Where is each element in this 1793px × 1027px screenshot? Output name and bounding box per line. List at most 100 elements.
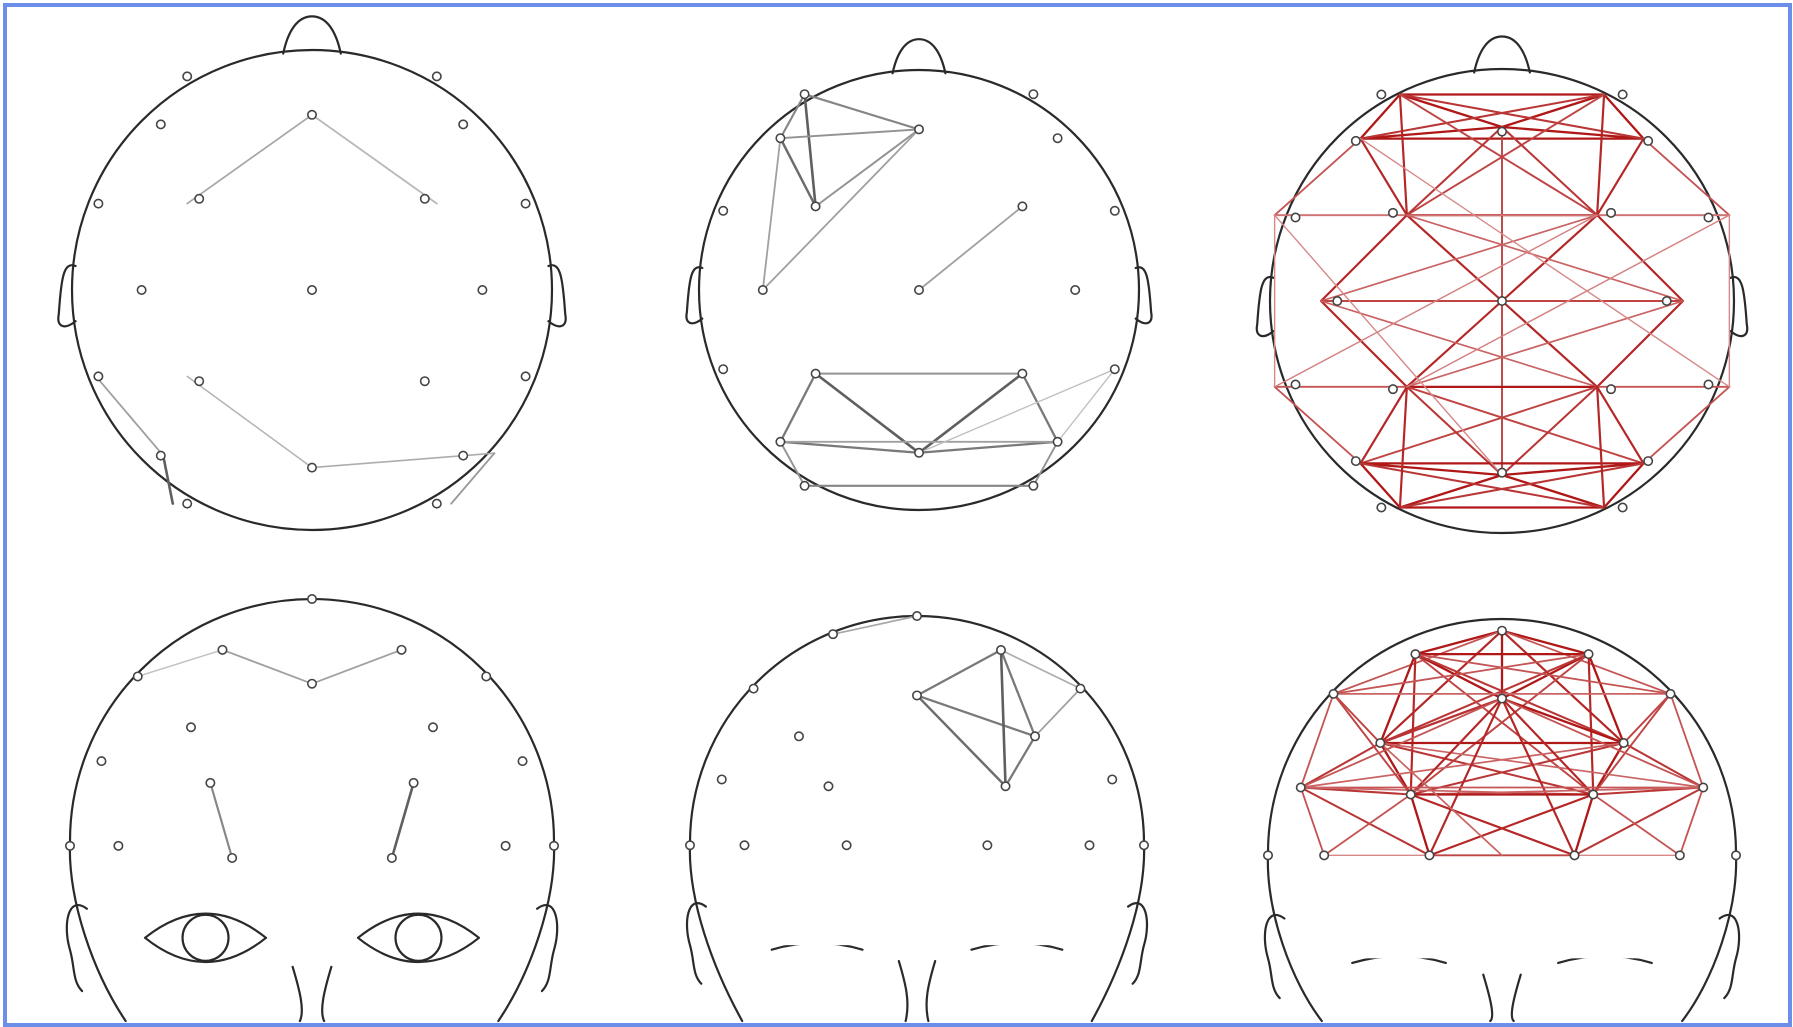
right-ear-outline [537, 905, 557, 991]
connection-group [833, 616, 1080, 786]
electrode-node [518, 757, 526, 765]
electrode-node [776, 134, 784, 142]
electrode-node [1029, 482, 1037, 490]
connection-edge [1324, 795, 1411, 856]
electrode-node [228, 854, 236, 862]
connection-edge [1502, 301, 1597, 387]
electrode-node [66, 842, 74, 850]
electrode-node [137, 286, 145, 294]
electrode-node [811, 202, 819, 210]
electrode-node [1053, 134, 1061, 142]
head-panel-bottom-middle [686, 612, 1148, 1021]
electrode-node [1291, 380, 1299, 388]
connection-edge [1597, 387, 1604, 508]
connection-edge [312, 650, 402, 684]
electrode-node [740, 841, 748, 849]
head-panel-top-left [58, 16, 565, 530]
connection-edge [138, 650, 223, 677]
connection-edge [1334, 694, 1381, 743]
electrode-node [686, 841, 694, 849]
left-eye-outline [145, 914, 266, 962]
electrode-node [195, 195, 203, 203]
connection-edge [816, 129, 919, 206]
connection-edge [919, 369, 1115, 453]
electrode-node [1425, 851, 1433, 859]
connection-edge [1597, 139, 1643, 216]
connection-edge [1301, 743, 1381, 787]
electrode-node [1570, 851, 1578, 859]
connection-edge [1589, 654, 1594, 794]
electrode-node [1376, 739, 1384, 747]
electrode-node [183, 72, 191, 80]
electrode-node [1666, 690, 1674, 698]
electrode-node [997, 646, 1005, 654]
electrode-node [1389, 385, 1397, 393]
connection-edge [187, 376, 312, 467]
connection-edge [1593, 795, 1680, 856]
connection-edge [780, 442, 919, 453]
connection-edge [451, 453, 494, 503]
connection-group [138, 650, 414, 858]
electrode-node [915, 125, 923, 133]
right-ear-outline [1720, 915, 1739, 998]
electrode-node [1607, 209, 1615, 217]
electrode-node [1291, 213, 1299, 221]
electrode-node [1619, 739, 1627, 747]
connection-edge [763, 138, 781, 290]
electrode-node [1732, 851, 1740, 859]
nose-right-outline [927, 961, 936, 1021]
electrode-node [718, 775, 726, 783]
electrode-node [1607, 385, 1615, 393]
electrode-node [187, 723, 195, 731]
electrode-node [421, 377, 429, 385]
electrode-node [308, 463, 316, 471]
connection-edge [1275, 215, 1502, 475]
connection-edge [1380, 654, 1588, 743]
electrode-node [550, 842, 558, 850]
electrode-node [915, 449, 923, 457]
connection-edge [1597, 387, 1643, 464]
electrode-node [1498, 127, 1506, 135]
figure-frame [3, 3, 1792, 1027]
electrode-node [759, 286, 767, 294]
electrode-node [308, 111, 316, 119]
head-panel-bottom-left [66, 595, 558, 1021]
electrode-node [1498, 627, 1506, 635]
connection-edge [1502, 699, 1593, 795]
electrode-node [913, 612, 921, 620]
connection-edge [1407, 215, 1502, 301]
connection-group [96, 115, 494, 504]
right-eye-outline [358, 914, 479, 962]
electrode-node [157, 120, 165, 128]
occlusion-patch [1357, 912, 1647, 959]
electrode-node [1407, 790, 1415, 798]
electrode-node [1704, 213, 1712, 221]
connection-edge [1411, 699, 1502, 795]
connection-edge [1006, 736, 1036, 786]
electrode-node [94, 372, 102, 380]
connection-edge [1502, 127, 1644, 139]
electrode-node [1618, 90, 1626, 98]
electrode-node [114, 842, 122, 850]
electrode-node [1076, 684, 1084, 692]
connection-edge [222, 650, 312, 684]
connection-edge [1400, 95, 1407, 216]
electrode-node [429, 723, 437, 731]
electrode-node [206, 779, 214, 787]
connection-edge [1022, 374, 1057, 442]
head-panel-top-middle [686, 39, 1151, 510]
connection-edge [917, 695, 1006, 786]
electrode-group [686, 612, 1148, 850]
electrode-node [1031, 732, 1039, 740]
electrode-node [409, 779, 417, 787]
electrode-node [94, 199, 102, 207]
electrode-node [811, 369, 819, 377]
electrode-node [1085, 841, 1093, 849]
head-panel-top-right [1257, 37, 1747, 533]
electrode-node [1618, 503, 1626, 511]
right-ear-outline [1128, 903, 1147, 984]
nose-left-outline [1483, 975, 1492, 1021]
electrode-node [1111, 207, 1119, 215]
connection-edge [187, 115, 312, 204]
connection-edge [1360, 139, 1729, 387]
